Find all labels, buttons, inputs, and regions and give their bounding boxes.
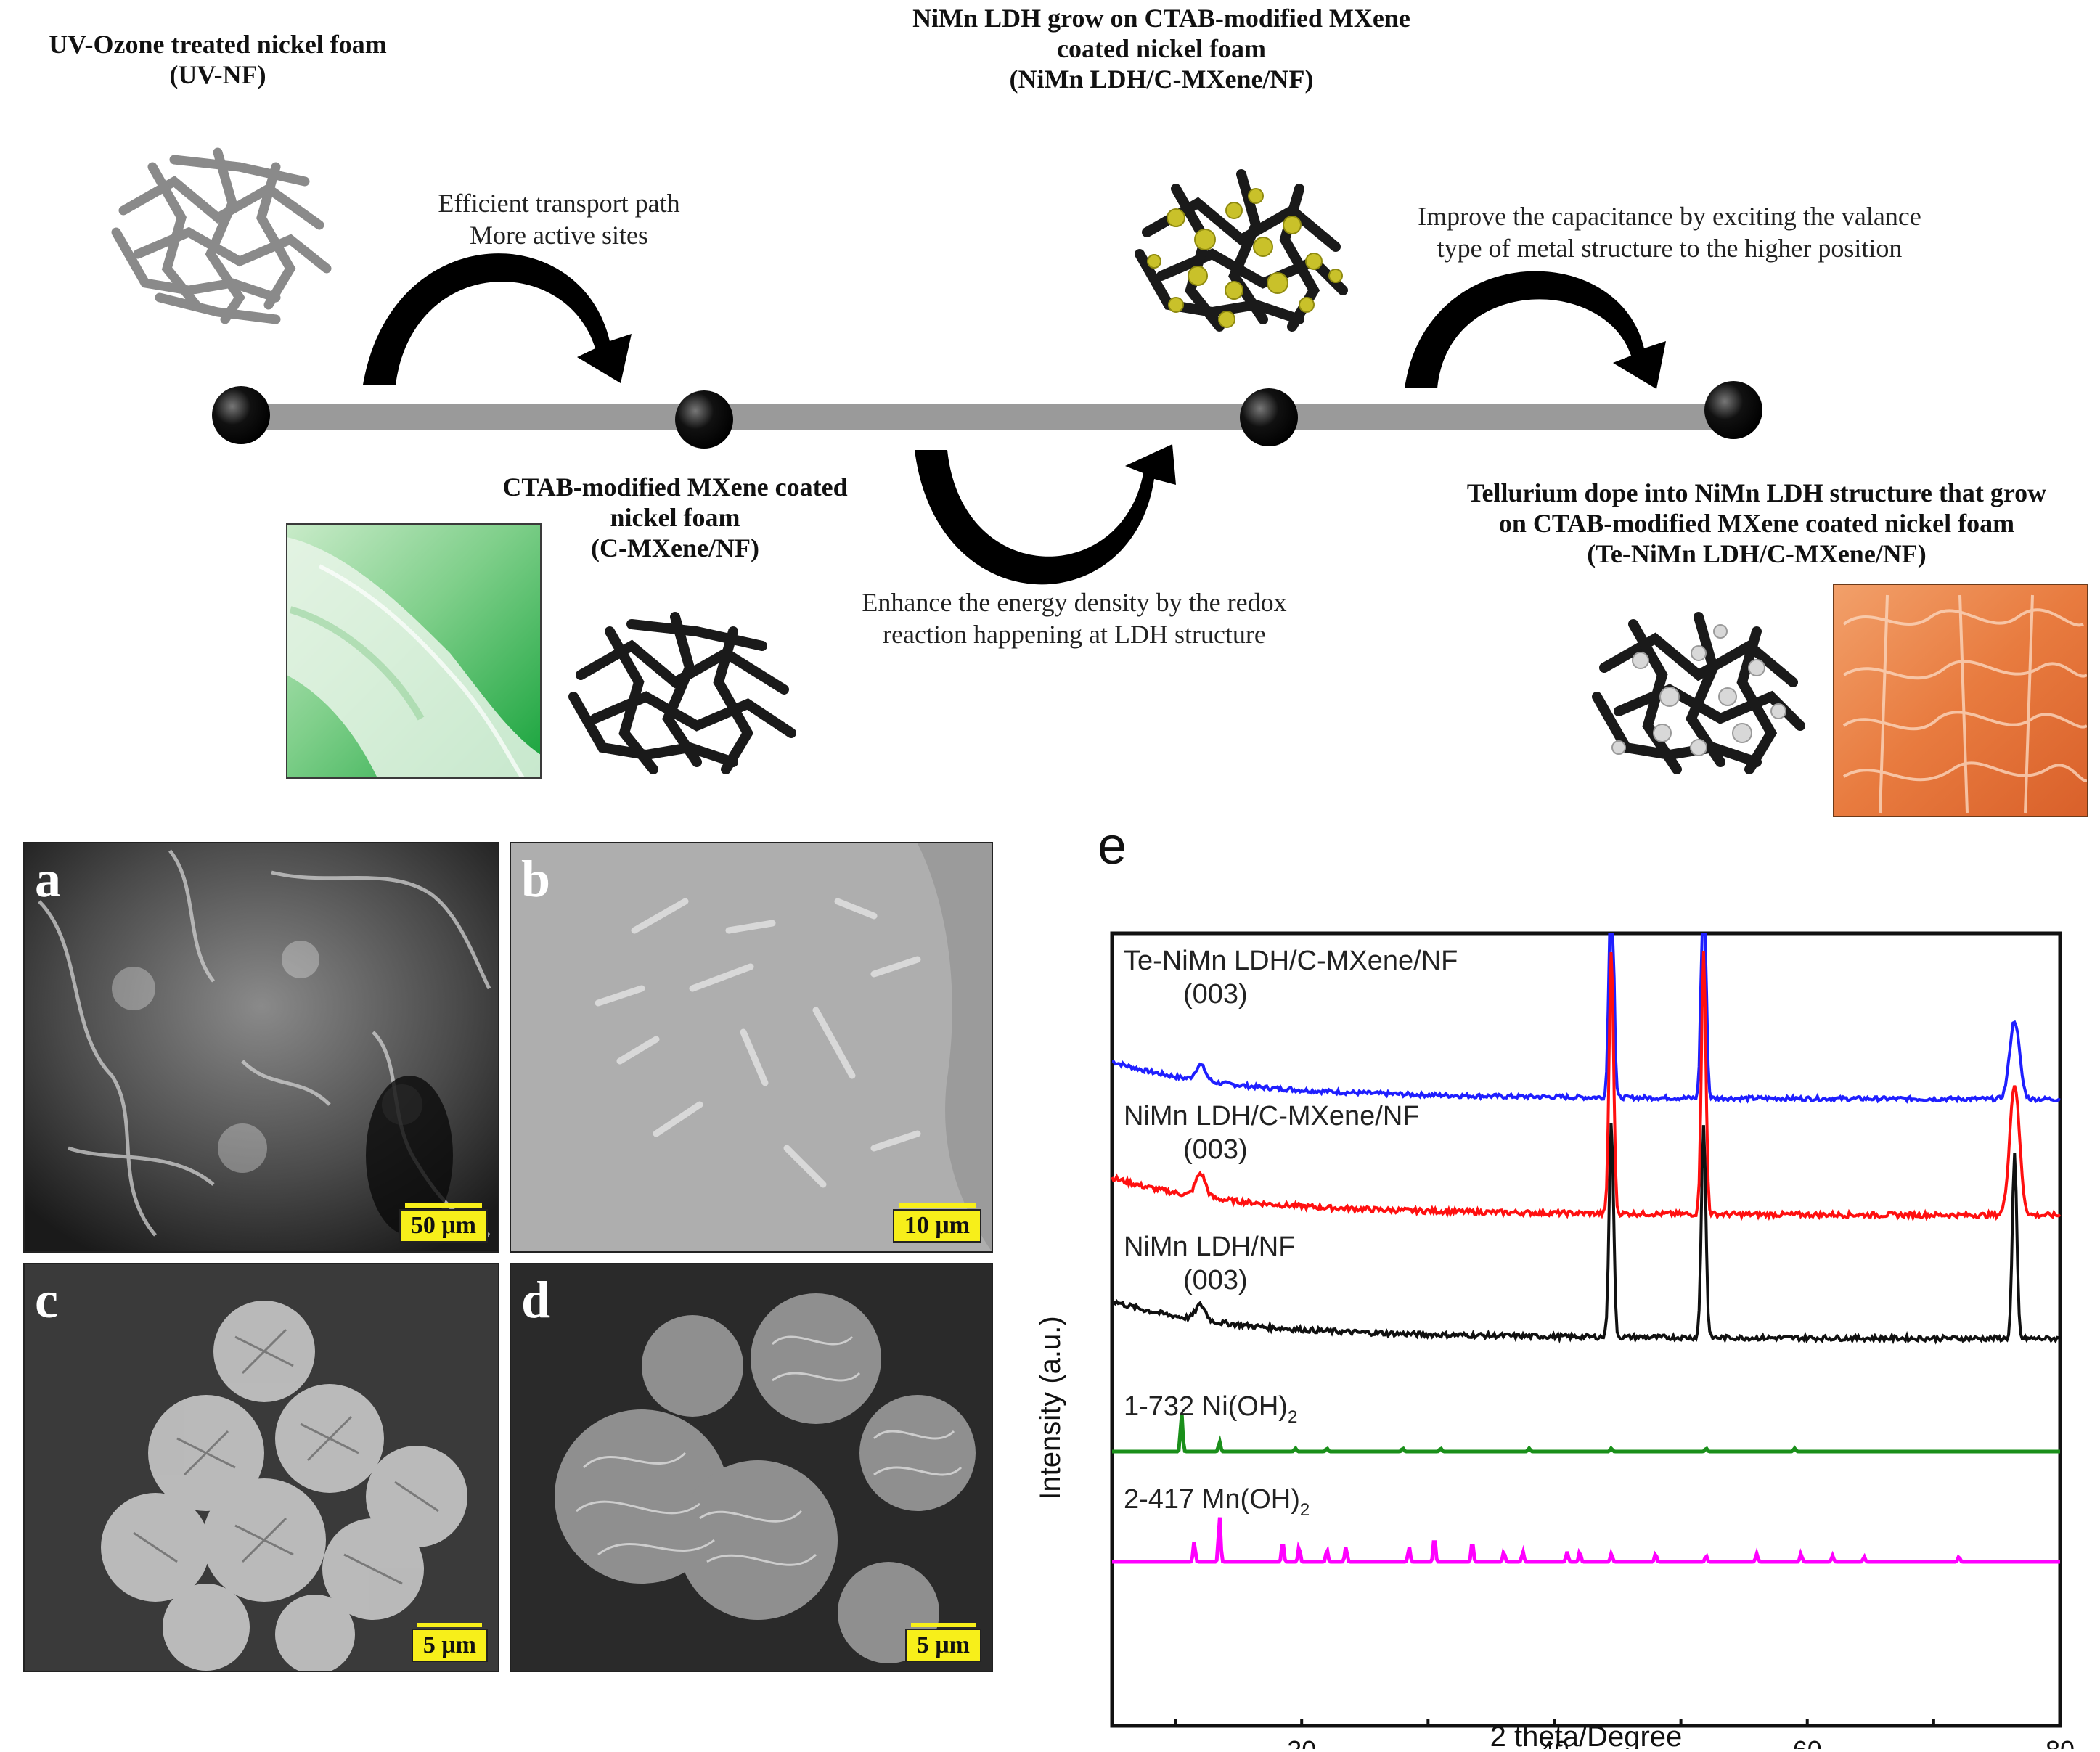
curved-arrow-1-icon bbox=[363, 253, 632, 385]
cmxene-sem-image bbox=[286, 523, 542, 779]
x-tick-label-60: 60 bbox=[1793, 1735, 1822, 1749]
timeline-node-1 bbox=[212, 386, 270, 444]
arrow2-line1: Enhance the energy density by the redox bbox=[862, 588, 1287, 617]
x-tick-label-80: 80 bbox=[2046, 1735, 2075, 1749]
scale-bar-a: 50 μm bbox=[399, 1203, 488, 1243]
cmxene-nickel-foam-icon bbox=[568, 612, 796, 774]
series-annotation-2: (003) bbox=[1183, 1134, 1248, 1165]
stage3-line1: NiMn LDH grow on CTAB-modified MXene bbox=[912, 4, 1410, 33]
chart-panel-letter: e bbox=[1098, 820, 1127, 875]
x-tick-label-40: 40 bbox=[1540, 1735, 1569, 1749]
sem-panel-d: d 5 μm bbox=[510, 1263, 993, 1672]
series-line-3 bbox=[1111, 1123, 2062, 1345]
series-line-5 bbox=[1112, 1517, 2060, 1564]
te-nimn-ldh-nickel-foam-icon bbox=[1592, 612, 1805, 774]
sem-panel-d-image bbox=[511, 1264, 992, 1671]
timeline-bar bbox=[240, 404, 1735, 430]
series-line-1 bbox=[1111, 933, 2061, 1104]
stage1-label: UV-Ozone treated nickel foam (UV-NF) bbox=[0, 29, 436, 90]
stage4-line1: Tellurium dope into NiMn LDH structure t… bbox=[1466, 478, 2047, 507]
stage2-label: CTAB-modified MXene coated nickel foam (… bbox=[450, 472, 900, 563]
stage4-label: Tellurium dope into NiMn LDH structure t… bbox=[1415, 478, 2098, 569]
stage4-line2: on CTAB-modified MXene coated nickel foa… bbox=[1498, 509, 2015, 538]
stage2-line2: nickel foam bbox=[610, 503, 740, 532]
panel-letter-b: b bbox=[521, 850, 551, 908]
panel-letter-d: d bbox=[521, 1271, 551, 1329]
sem-panel-c: c 5 μm bbox=[23, 1263, 499, 1672]
sem-panel-a: a 50 μm bbox=[23, 842, 499, 1253]
xrd-chart: e Intensity (a.u.) 2 theta/Degree 20 40 60… bbox=[1034, 817, 2075, 1752]
arrow3-line2: type of metal structure to the higher po… bbox=[1437, 234, 1903, 263]
arrow2-text: Enhance the energy density by the redox … bbox=[784, 586, 1365, 650]
plot-frame bbox=[1110, 931, 2062, 1728]
timeline-node-4 bbox=[1704, 381, 1762, 439]
arrow1-line1: Efficient transport path bbox=[438, 189, 680, 218]
sem-panel-a-image bbox=[25, 843, 498, 1251]
sem-panel-b: b 10 μm bbox=[510, 842, 993, 1253]
arrow1-line2: More active sites bbox=[470, 221, 648, 250]
series-label-1: Te-NiMn LDH/C-MXene/NF bbox=[1124, 946, 1458, 976]
curved-arrow-3-icon bbox=[1405, 271, 1666, 389]
stage1-abbr: (UV-NF) bbox=[169, 60, 266, 89]
series-label-3: NiMn LDH/NF bbox=[1124, 1232, 1295, 1262]
series-annotation-3: (003) bbox=[1183, 1265, 1248, 1295]
panel-letter-a: a bbox=[35, 850, 61, 908]
stage1-title: UV-Ozone treated nickel foam bbox=[49, 30, 387, 59]
scale-bar-b: 10 μm bbox=[892, 1203, 981, 1243]
series-label-5: 2-417 Mn(OH)2 bbox=[1124, 1484, 1310, 1520]
x-axis-label: 2 theta/Degree bbox=[1490, 1721, 1683, 1749]
arrow1-text: Efficient transport path More active sit… bbox=[377, 187, 740, 251]
uv-nickel-foam-icon bbox=[111, 147, 332, 324]
timeline-node-2 bbox=[675, 390, 733, 449]
curved-arrow-2-icon bbox=[915, 444, 1176, 585]
stage4-abbr: (Te-NiMn LDH/C-MXene/NF) bbox=[1587, 539, 1927, 568]
arrow3-line1: Improve the capacitance by exciting the … bbox=[1418, 202, 1921, 231]
stage3-abbr: (NiMn LDH/C-MXene/NF) bbox=[1009, 65, 1314, 94]
series-group bbox=[1111, 933, 2062, 1564]
arrow3-text: Improve the capacitance by exciting the … bbox=[1350, 200, 1989, 264]
sem-panel-c-image bbox=[25, 1264, 498, 1671]
stage2-line1: CTAB-modified MXene coated bbox=[502, 472, 848, 502]
series-line-2 bbox=[1111, 951, 2062, 1222]
timeline-graphic bbox=[111, 147, 2088, 817]
y-axis-label: Intensity (a.u.) bbox=[1034, 1316, 1066, 1499]
timeline-node-3 bbox=[1240, 388, 1298, 446]
nimn-ldh-nickel-foam-icon bbox=[1135, 169, 1348, 332]
x-axis-ticks: 20 40 60 80 bbox=[1174, 1719, 2075, 1752]
arrow2-line2: reaction happening at LDH structure bbox=[883, 620, 1266, 649]
panel-letter-c: c bbox=[35, 1271, 58, 1329]
series-label-4: 1-732 Ni(OH)2 bbox=[1124, 1391, 1297, 1427]
stage2-abbr: (C-MXene/NF) bbox=[591, 533, 759, 562]
series-labels: Te-NiMn LDH/C-MXene/NF(003)NiMn LDH/C-MX… bbox=[1124, 946, 1458, 1520]
chart-panel-e: e Intensity (a.u.) 2 theta/Degree 20 40 60… bbox=[1002, 817, 2098, 1752]
te-nimn-sem-image bbox=[1833, 584, 2088, 817]
sem-panel-b-image bbox=[511, 843, 992, 1251]
scale-bar-c: 5 μm bbox=[411, 1623, 488, 1662]
series-annotation-1: (003) bbox=[1183, 979, 1248, 1010]
stage3-label: NiMn LDH grow on CTAB-modified MXene coa… bbox=[871, 3, 1452, 94]
series-label-2: NiMn LDH/C-MXene/NF bbox=[1124, 1101, 1420, 1131]
scale-bar-d: 5 μm bbox=[904, 1623, 981, 1662]
stage3-line2: coated nickel foam bbox=[1057, 34, 1266, 63]
series-line-4 bbox=[1112, 1413, 2060, 1454]
x-tick-label-20: 20 bbox=[1287, 1735, 1316, 1749]
